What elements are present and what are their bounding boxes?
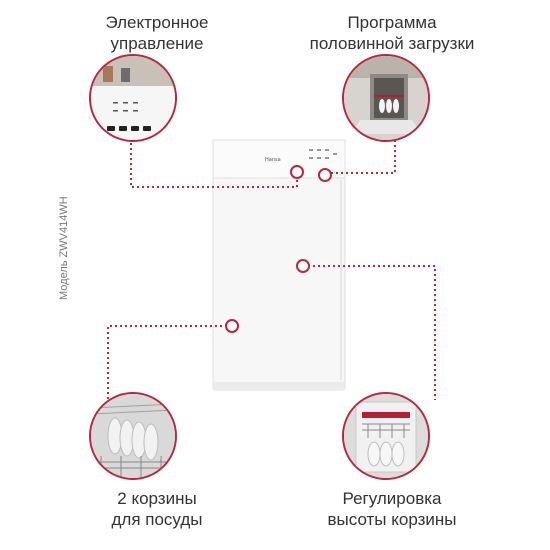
caption-line: управление bbox=[110, 34, 204, 53]
thumbnail-basket-height bbox=[342, 392, 430, 480]
thumbnail-half-load bbox=[342, 54, 430, 142]
feature-caption-two-baskets: 2 корзины для посуды bbox=[47, 488, 267, 530]
brand-logo: Hansa bbox=[265, 157, 281, 163]
caption-line: Программа bbox=[347, 13, 437, 32]
hotspot-half-load[interactable] bbox=[318, 168, 332, 182]
thumbnail-control-panel bbox=[89, 54, 177, 142]
thumbnail-two-baskets bbox=[89, 392, 177, 480]
caption-line: 2 корзины bbox=[117, 489, 197, 508]
feature-caption-electronic-control: Электронное управление bbox=[47, 12, 267, 54]
hotspot-baskets[interactable] bbox=[225, 319, 239, 333]
feature-caption-half-load: Программа половинной загрузки bbox=[282, 12, 502, 54]
caption-line: высоты корзины bbox=[327, 510, 457, 529]
feature-caption-basket-height: Регулировка высоты корзины bbox=[282, 488, 502, 530]
hotspot-control-panel[interactable] bbox=[290, 165, 304, 179]
caption-line: половинной загрузки bbox=[309, 34, 475, 53]
caption-line: для посуды bbox=[111, 510, 203, 529]
hotspot-basket-height[interactable] bbox=[296, 259, 310, 273]
caption-line: Электронное bbox=[105, 13, 209, 32]
caption-line: Регулировка bbox=[342, 489, 442, 508]
dishwasher-illustration: Hansa bbox=[212, 139, 346, 391]
